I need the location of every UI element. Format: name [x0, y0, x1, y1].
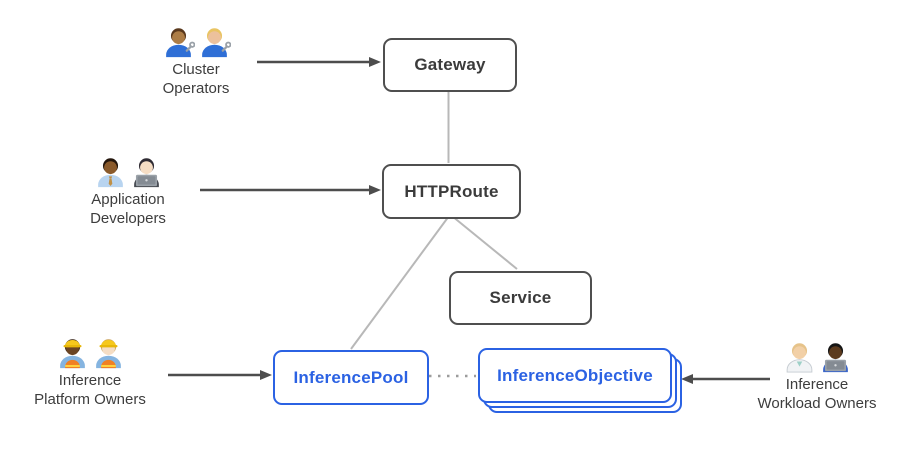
node-gateway-label: Gateway — [414, 55, 486, 74]
persona-inference-platform-owners: Inference Platform Owners — [12, 336, 168, 409]
woman-mechanic-icon — [198, 25, 231, 58]
node-service-label: Service — [489, 288, 552, 307]
woman-technologist-icon — [130, 155, 163, 188]
persona-inference-workload-owners-icons — [783, 340, 852, 373]
edge-httproute-inferencepool — [350, 215, 450, 350]
persona-inference-platform-owners-label: Inference Platform Owners — [34, 372, 146, 408]
edge-httproute-service — [451, 215, 518, 270]
persona-application-developers-icons — [94, 155, 163, 188]
node-inferenceobjective-label: InferenceObjective — [497, 365, 653, 385]
node-httproute: HTTPRoute — [382, 164, 521, 219]
node-inferencepool-label: InferencePool — [293, 367, 409, 387]
persona-cluster-operators: Cluster Operators — [118, 25, 274, 98]
node-inferencepool: InferencePool — [273, 350, 429, 405]
man-office-worker-icon — [94, 155, 127, 188]
persona-application-developers: Application Developers — [50, 155, 206, 228]
health-worker-icon — [783, 340, 816, 373]
node-gateway: Gateway — [383, 38, 517, 92]
man-construction-worker-icon — [92, 336, 125, 369]
persona-inference-platform-owners-icons — [56, 336, 125, 369]
persona-inference-workload-owners: Inference Workload Owners — [737, 340, 897, 413]
woman-construction-worker-icon — [56, 336, 89, 369]
persona-cluster-operators-label: Cluster Operators — [162, 61, 230, 97]
node-inferenceobjective: InferenceObjective — [478, 348, 672, 403]
man-technologist-icon — [819, 340, 852, 373]
persona-inference-workload-owners-label: Inference Workload Owners — [757, 376, 877, 412]
man-mechanic-icon — [162, 25, 195, 58]
node-service: Service — [449, 271, 592, 325]
node-httproute-label: HTTPRoute — [404, 181, 499, 201]
persona-cluster-operators-icons — [162, 25, 231, 58]
persona-application-developers-label: Application Developers — [90, 191, 166, 227]
